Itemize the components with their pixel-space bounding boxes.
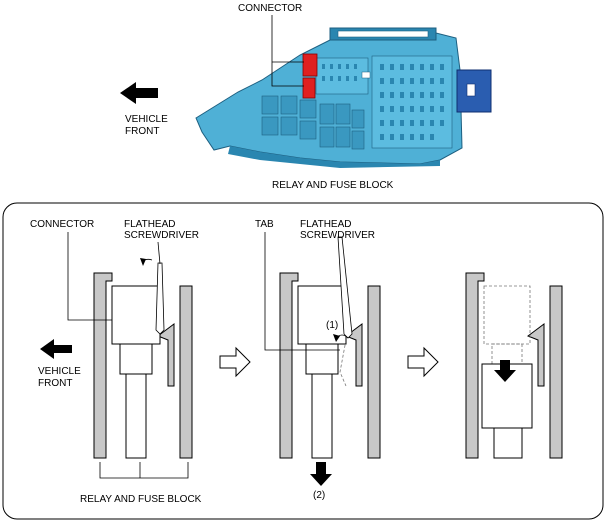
step-panel-1: [93, 258, 193, 459]
step-1-label: (1): [326, 320, 338, 331]
panel-vehicle-front-arrow: [40, 339, 72, 359]
next-step-arrow-1: [219, 346, 251, 378]
screwdriver1-line1: FLATHEAD: [124, 219, 176, 230]
step-panel-2: [279, 236, 381, 486]
panel-vehicle-front-line1: VEHICLE: [38, 366, 81, 377]
screwdriver1-line2: SCREWDRIVER: [124, 230, 199, 241]
panel-connector-leader: [67, 232, 112, 321]
screwdriver2-line2: SCREWDRIVER: [300, 230, 375, 241]
tab-label: TAB: [255, 219, 274, 230]
step-panel-3: [465, 272, 563, 459]
panel-vehicle-front-line2: FRONT: [38, 378, 72, 389]
connector-red-upper: [302, 53, 318, 77]
block-bracket: [99, 462, 189, 479]
top-vehicle-front-arrow: [120, 82, 158, 104]
relay-fuse-block-illustration: [195, 27, 492, 168]
top-block-label: RELAY AND FUSE BLOCK: [272, 180, 394, 191]
panel-connector-label: CONNECTOR: [30, 219, 94, 230]
step-2-label: (2): [313, 490, 325, 501]
procedure-panel: [2, 202, 604, 520]
connector-red-lower: [302, 77, 316, 99]
top-vehicle-front-line2: FRONT: [125, 126, 159, 137]
panel-block-label: RELAY AND FUSE BLOCK: [80, 494, 202, 505]
top-connector-leader: [271, 15, 304, 87]
screwdriver1-leader: [157, 241, 161, 265]
tab-leader: [264, 232, 340, 351]
next-step-arrow-2: [407, 346, 439, 378]
top-connector-label: CONNECTOR: [238, 3, 302, 14]
top-vehicle-front-line1: VEHICLE: [125, 114, 168, 125]
screwdriver2-line1: FLATHEAD: [300, 219, 352, 230]
